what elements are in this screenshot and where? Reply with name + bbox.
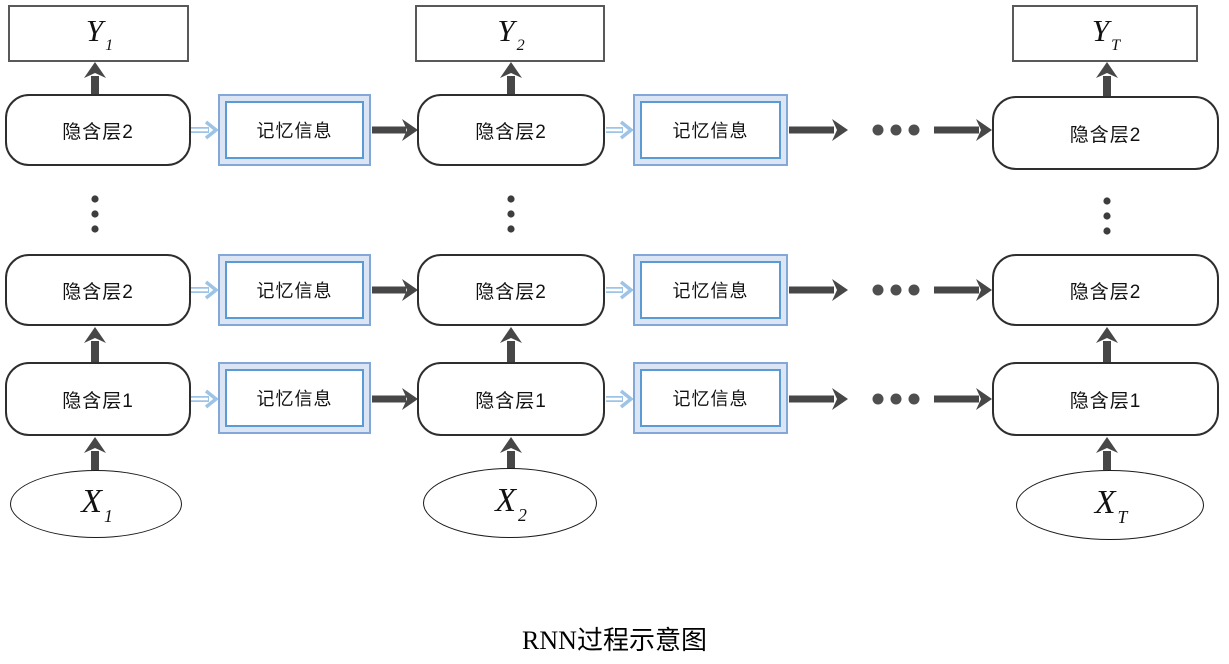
hidden1-label-t1: 隐含层1 bbox=[62, 390, 134, 412]
hidden2-top-label-t2: 隐含层2 bbox=[475, 121, 547, 143]
hidden1-box-tT: 隐含层1 bbox=[992, 362, 1219, 436]
hidden2-mid-box-t2: 隐含层2 bbox=[417, 254, 605, 326]
memory-box-inner: 记忆信息 bbox=[640, 101, 781, 159]
blue-arrow-hidden-to-memory-t1-r2 bbox=[191, 280, 219, 300]
memory-box-t1t2-r2: 记忆信息 bbox=[218, 254, 371, 326]
vertical-ellipsis-tT bbox=[1103, 197, 1111, 235]
hidden2-top-box-t2: 隐含层2 bbox=[417, 94, 605, 166]
memory-box-inner: 记忆信息 bbox=[225, 101, 364, 159]
memory-box-inner: 记忆信息 bbox=[225, 369, 364, 427]
blue-arrow-hidden-to-memory-t2-r2 bbox=[606, 280, 634, 300]
hidden1-box-t2: 隐含层1 bbox=[417, 362, 605, 436]
arrow-right-memory-to-hidden-t2-r1 bbox=[372, 119, 418, 141]
hidden2-top-label-t1: 隐含层2 bbox=[62, 121, 134, 143]
hidden2-top-box-tT: 隐含层2 bbox=[992, 96, 1219, 170]
blue-arrow-hidden-to-memory-t1-r1 bbox=[191, 120, 219, 140]
arrow-up-hidden2-to-y-tT bbox=[1096, 62, 1118, 98]
arrow-right-memory-to-hidden-t2-r2 bbox=[372, 279, 418, 301]
hidden2-mid-label-tT: 隐含层2 bbox=[1069, 281, 1142, 303]
arrow-right-memory-to-hidden-t2-r3 bbox=[372, 388, 418, 410]
arrow-right-memory-to-ellipsis-r2 bbox=[789, 279, 848, 301]
arrow-right-ellipsis-to-hidden-tT-r2 bbox=[934, 279, 992, 301]
memory-box-t1t2-r1: 记忆信息 bbox=[218, 94, 371, 166]
memory-label: 记忆信息 bbox=[256, 281, 333, 301]
arrow-up-input-to-hidden1-tT bbox=[1096, 437, 1118, 470]
hidden2-top-label-tT: 隐含层2 bbox=[1069, 124, 1142, 146]
blue-arrow-hidden-to-memory-t2-r1 bbox=[606, 120, 634, 140]
memory-label: 记忆信息 bbox=[256, 121, 333, 141]
arrow-up-hidden1-to-hidden2-t1 bbox=[84, 327, 106, 362]
arrow-right-ellipsis-to-hidden-tT-r1 bbox=[934, 119, 992, 141]
blue-arrow-hidden-to-memory-t1-r3 bbox=[191, 389, 219, 409]
hidden2-mid-box-t1: 隐含层2 bbox=[5, 254, 191, 326]
blue-arrow-hidden-to-memory-t2-r3 bbox=[606, 389, 634, 409]
memory-box-inner: 记忆信息 bbox=[640, 261, 781, 319]
hidden2-mid-label-t1: 隐含层2 bbox=[62, 281, 134, 303]
hidden2-mid-label-t2: 隐含层2 bbox=[475, 281, 547, 303]
arrow-up-input-to-hidden1-t2 bbox=[500, 437, 522, 470]
memory-label: 记忆信息 bbox=[672, 389, 749, 409]
horizontal-ellipsis-r1 bbox=[872, 124, 920, 136]
vertical-ellipsis-t1 bbox=[91, 195, 99, 233]
vertical-ellipsis-t2 bbox=[507, 195, 515, 233]
arrow-up-hidden2-to-y-t2 bbox=[500, 62, 522, 94]
hidden1-label-t2: 隐含层1 bbox=[475, 390, 547, 412]
arrow-up-input-to-hidden1-t1 bbox=[84, 437, 106, 470]
memory-label: 记忆信息 bbox=[672, 281, 749, 301]
horizontal-ellipsis-r3 bbox=[872, 393, 920, 405]
arrow-up-hidden1-to-hidden2-tT bbox=[1096, 327, 1118, 362]
hidden1-box-t1: 隐含层1 bbox=[5, 362, 191, 436]
hidden2-top-box-t1: 隐含层2 bbox=[5, 94, 191, 166]
memory-label: 记忆信息 bbox=[256, 389, 333, 409]
memory-box-inner: 记忆信息 bbox=[640, 369, 781, 427]
memory-label: 记忆信息 bbox=[672, 121, 749, 141]
memory-box-t1t2-r3: 记忆信息 bbox=[218, 362, 371, 434]
memory-box-t2tT-r1: 记忆信息 bbox=[633, 94, 788, 166]
arrow-right-ellipsis-to-hidden-tT-r3 bbox=[934, 388, 992, 410]
memory-box-t2tT-r3: 记忆信息 bbox=[633, 362, 788, 434]
memory-box-inner: 记忆信息 bbox=[225, 261, 364, 319]
hidden2-mid-box-tT: 隐含层2 bbox=[992, 254, 1219, 326]
hidden1-label-tT: 隐含层1 bbox=[1069, 390, 1142, 412]
arrow-up-hidden1-to-hidden2-t2 bbox=[500, 327, 522, 362]
arrow-right-memory-to-ellipsis-r1 bbox=[789, 119, 848, 141]
diagram-caption: RNN过程示意图 bbox=[522, 626, 707, 655]
horizontal-ellipsis-r2 bbox=[872, 284, 920, 296]
arrow-up-hidden2-to-y-t1 bbox=[84, 62, 106, 94]
arrow-right-memory-to-ellipsis-r3 bbox=[789, 388, 848, 410]
memory-box-t2tT-r2: 记忆信息 bbox=[633, 254, 788, 326]
